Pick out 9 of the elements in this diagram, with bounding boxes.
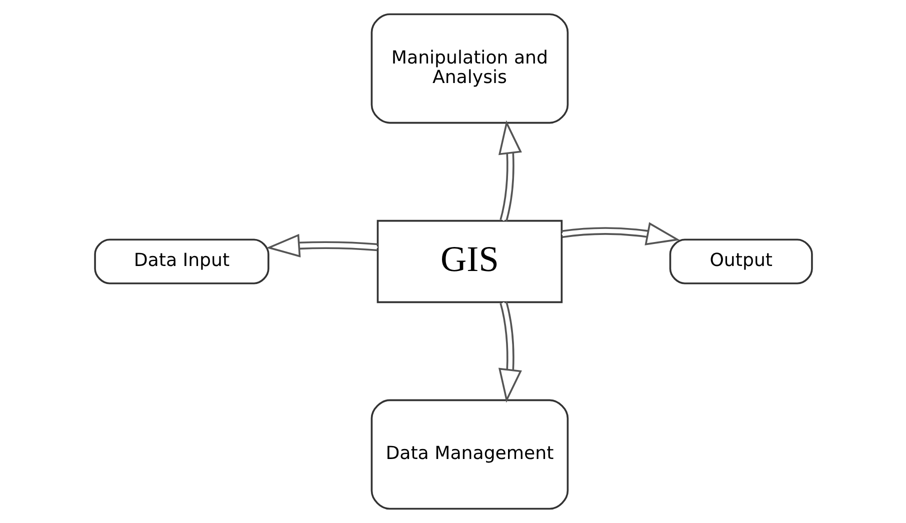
arrow [560, 222, 680, 246]
node-box: Data Management [370, 399, 568, 510]
node-box: GIS [376, 220, 562, 304]
arrow [498, 301, 522, 403]
arrow [498, 120, 522, 222]
arrow [266, 234, 378, 258]
node-box: Data Input [94, 238, 269, 284]
node-box: Output [668, 238, 812, 284]
node-box: Manipulation and Analysis [370, 13, 568, 124]
